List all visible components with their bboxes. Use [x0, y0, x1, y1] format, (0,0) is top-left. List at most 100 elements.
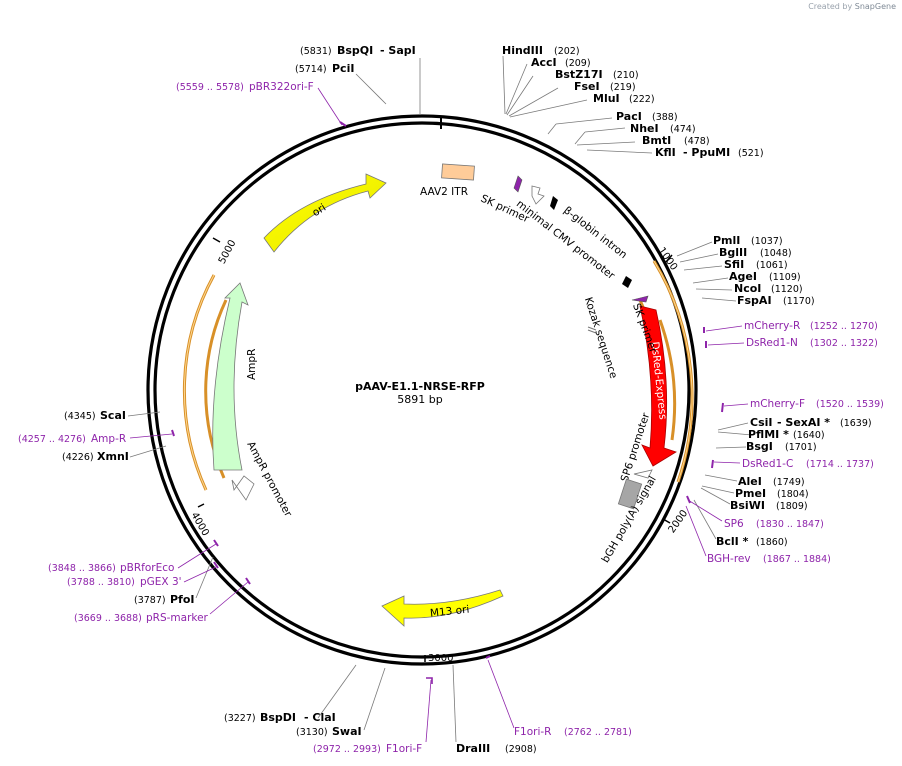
ori-arrow	[263, 173, 387, 253]
swai-pos: (3130)	[296, 727, 328, 738]
orf-arc-outer-hl	[653, 260, 693, 483]
kozak-label: Kozak sequence	[582, 296, 620, 380]
acci-pos: (209)	[565, 58, 591, 69]
sfii-pos: (1061)	[756, 260, 788, 271]
primer-labels: (5559 .. 5578) pBR322ori-F mCherry-R (12…	[18, 81, 884, 755]
aav2-itr-box	[441, 163, 475, 181]
sapi-name: - SapI	[380, 44, 416, 57]
fsei-pos: (219)	[610, 82, 636, 93]
pflmi-name: PflMI *	[748, 428, 789, 441]
sp6-promoter-marker	[633, 469, 653, 479]
snapgene-credit: Created by SnapGene	[808, 2, 896, 11]
sfii-name: SfiI	[724, 258, 744, 271]
pfoi-pos: (3787)	[134, 595, 166, 606]
scai-name: ScaI	[100, 409, 126, 422]
site-labels: (5831) BspQI - SapI (5714) PciI HindIII …	[62, 44, 872, 755]
csii-pos: (1639)	[840, 418, 872, 429]
backbone-outer	[146, 114, 698, 666]
alei-name: AleI	[738, 475, 762, 488]
ampr-label: AmpR	[246, 349, 258, 380]
primer-leaders	[129, 87, 749, 743]
dsred-c-name: DsRed1-C	[742, 458, 793, 470]
f1orif-pos: (2972 .. 2993)	[313, 744, 381, 755]
bglii-name: BglII	[719, 246, 747, 259]
pmei-pos: (1804)	[777, 489, 809, 500]
sk-primer-1-marker	[513, 175, 523, 193]
pbr-name: pBR322ori-F	[249, 81, 314, 93]
bcli-name: BclI *	[716, 535, 749, 548]
bspqi-pos: (5831)	[300, 46, 332, 57]
bglobin-label: β-globin intron	[561, 204, 629, 261]
sk-primer-2-marker	[631, 295, 649, 303]
sexai-name: - SexAI *	[777, 416, 830, 429]
orf-arc-left-hl	[183, 274, 215, 491]
orf-arc-inner2	[658, 319, 677, 441]
xmni-pos: (4226)	[62, 452, 94, 463]
swai-name: SwaI	[332, 725, 362, 738]
fspai-pos: (1170)	[783, 296, 815, 307]
pflmi-pos: (1640)	[793, 430, 825, 441]
bspqi-name: BspQI	[337, 44, 373, 57]
pmli-pos: (1037)	[751, 236, 783, 247]
bghrev-pos: (1867 .. 1884)	[763, 554, 831, 565]
bspdi-pos: (3227)	[224, 713, 256, 724]
ampr-promoter-arrow	[231, 475, 255, 501]
pmli-name: PmlI	[713, 234, 740, 247]
pgex-pos: (3788 .. 3810)	[67, 577, 135, 588]
bstz17i-pos: (210)	[613, 70, 639, 81]
bglobin-intron-marker	[622, 276, 632, 288]
pcii-name: PciI	[332, 62, 354, 75]
pbrforeco-pos: (3848 .. 3866)	[48, 563, 116, 574]
mcherry-f-pos: (1520 .. 1539)	[816, 399, 884, 410]
pgex-name: pGEX 3'	[140, 576, 182, 588]
kfli-pos: (521)	[738, 148, 764, 159]
f1orir-pos: (2762 .. 2781)	[564, 727, 632, 738]
bsgi-name: BsgI	[746, 440, 773, 453]
drai-name: DraIII	[456, 742, 490, 755]
nhei-pos: (474)	[670, 124, 696, 135]
mlui-pos: (222)	[629, 94, 655, 105]
site-leaders	[127, 55, 753, 743]
pfoi-name: PfoI	[170, 593, 195, 606]
mcherry-r-name: mCherry-R	[744, 320, 800, 332]
bspdi-name: BspDI	[260, 711, 296, 724]
ampr-primer-pos: (4257 .. 4276)	[18, 434, 86, 445]
kfli-name: KflI	[655, 146, 676, 159]
bsiwi-pos: (1809)	[776, 501, 808, 512]
position-ticks: 1000 2000 3000 4000 5000	[188, 237, 691, 664]
tick-2000: 2000	[667, 508, 691, 535]
plasmid-name: pAAV-E1.1-NRSE-RFP	[355, 380, 485, 393]
f1orif-name: F1ori-F	[386, 743, 422, 755]
bgh-box	[617, 478, 643, 510]
aav2-itr-label: AAV2 ITR	[420, 186, 468, 198]
mcherry-r-pos: (1252 .. 1270)	[810, 321, 878, 332]
dsred-n-pos: (1302 .. 1322)	[810, 338, 878, 349]
pbrforeco-name: pBRforEco	[120, 562, 174, 574]
dsred-c-pos: (1714 .. 1737)	[806, 459, 874, 470]
bghrev-name: BGH-rev	[707, 553, 751, 565]
mcherry-f-name: mCherry-F	[750, 398, 805, 410]
bsgi-pos: (1701)	[785, 442, 817, 453]
sp6-name: SP6	[724, 518, 744, 530]
pbr-pos: (5559 .. 5578)	[176, 82, 244, 93]
pmei-name: PmeI	[735, 487, 766, 500]
bstz17i-name: BstZ17I	[555, 68, 603, 81]
bglii-pos: (1048)	[760, 248, 792, 259]
ampr-arrow	[212, 282, 249, 471]
nhei-name: NheI	[630, 122, 659, 135]
prs-name: pRS-marker	[146, 612, 209, 624]
kozak-marker-a	[587, 326, 597, 331]
m13-ori-arrow	[381, 589, 504, 627]
agei-pos: (1109)	[769, 272, 801, 283]
tick-5000: 5000	[217, 238, 239, 266]
xmni-name: XmnI	[97, 450, 129, 463]
hindiii-pos: (202)	[554, 46, 580, 57]
ampr-promoter-label: AmpR promoter	[244, 440, 294, 520]
plasmid-size: 5891 bp	[397, 393, 442, 406]
mlui-name: MluI	[593, 92, 620, 105]
ppumi-name: - PpuMI	[683, 146, 730, 159]
min-cmv-marker	[531, 185, 545, 205]
m13-ori-label: M13 ori	[429, 604, 469, 620]
csii-name: CsiI	[750, 416, 772, 429]
